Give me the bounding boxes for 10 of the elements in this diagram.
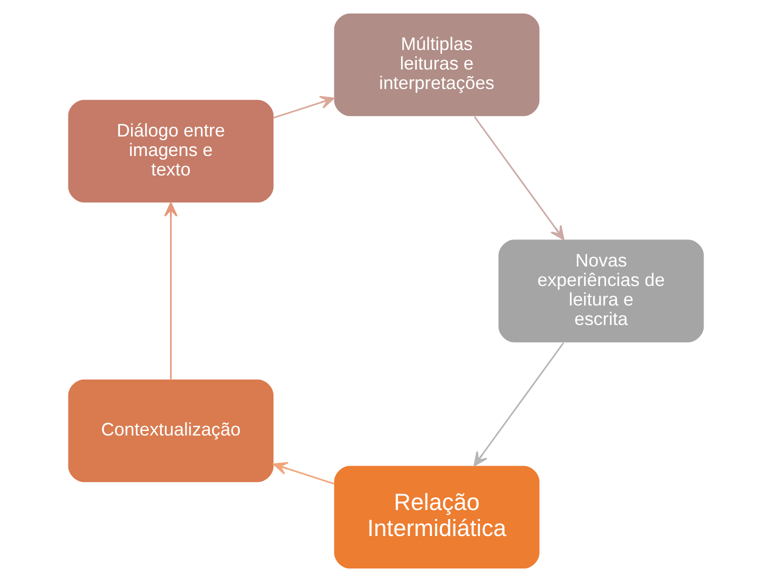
- arrow: [164, 202, 177, 380]
- arrow: [473, 342, 564, 466]
- arrow: [272, 96, 334, 119]
- node-box: Contextualização: [68, 379, 274, 482]
- node-box: Diálogo entre imagens e texto: [68, 100, 274, 203]
- arrow: [473, 116, 564, 240]
- node-box: Novas experiências de leitura e escrita: [498, 240, 704, 342]
- node-box: Múltiplas leituras e interpretações: [334, 13, 539, 116]
- node-box: Relação Intermidiática: [334, 466, 539, 569]
- arrow: [272, 462, 334, 485]
